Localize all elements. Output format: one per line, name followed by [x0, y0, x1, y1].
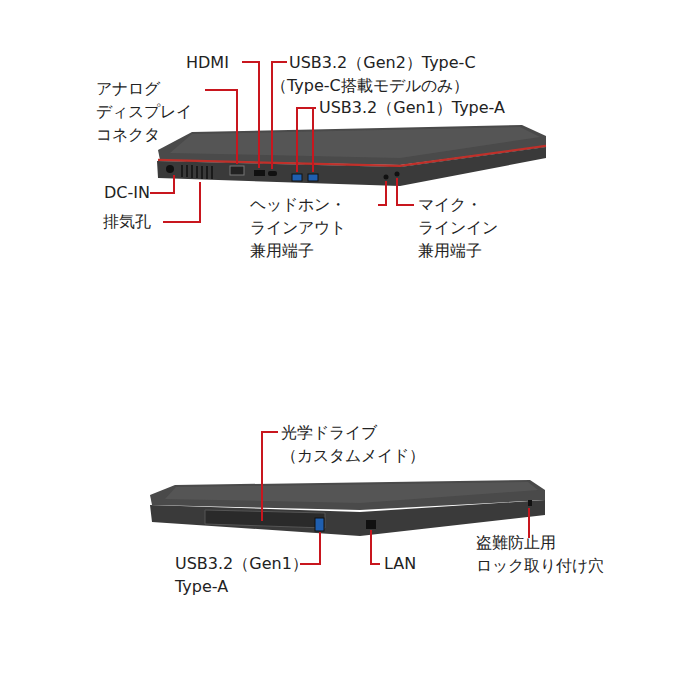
- part-label: USB3.2（Gen1）Type-A: [319, 96, 505, 119]
- part-label: マイク・ ラインイン 兼用端子: [418, 193, 498, 262]
- part-label: ヘッドホン・ ラインアウト 兼用端子: [250, 193, 346, 262]
- part-label: LAN: [384, 552, 416, 575]
- laptop-right-view: [150, 480, 545, 536]
- part-label: HDMI: [186, 51, 229, 74]
- part-label: 光学ドライブ （カスタムメイド）: [281, 421, 425, 467]
- laptop-left-view: [157, 125, 546, 186]
- part-label: DC-IN: [104, 181, 150, 204]
- part-label: アナログ ディスプレイ コネクタ: [96, 77, 192, 146]
- part-label: USB3.2（Gen2）Type-C （Type-C搭載モデルのみ）: [289, 51, 476, 97]
- part-label: 排気孔: [103, 210, 151, 233]
- part-label: 盗難防止用 ロック取り付け穴: [476, 531, 604, 577]
- part-label: USB3.2（Gen1） Type-A: [175, 552, 308, 598]
